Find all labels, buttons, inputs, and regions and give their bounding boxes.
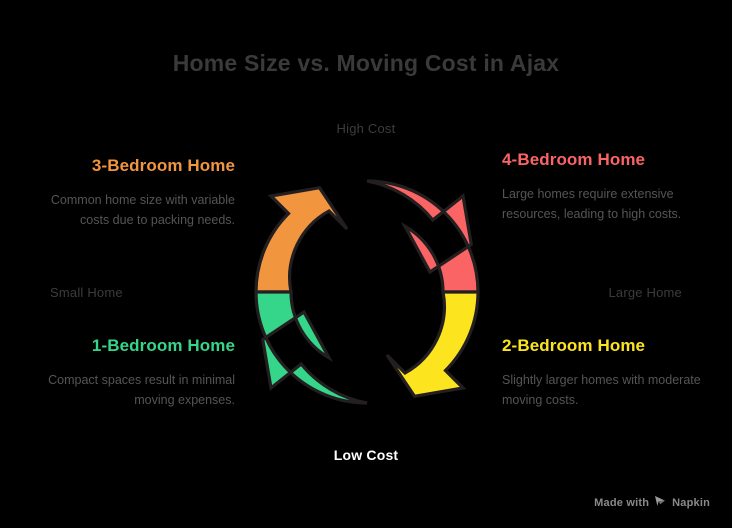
axis-label-low-cost: Low Cost [333,447,399,463]
segment-arrow-top-right [366,179,480,294]
quadrant-4-bedroom: 4-Bedroom Home Large homes require exten… [502,150,707,225]
axis-label-large-home: Large Home [608,285,682,300]
page-title: Home Size vs. Moving Cost in Ajax [172,50,560,76]
quadrant-1-bedroom: 1-Bedroom Home Compact spaces result in … [30,336,235,411]
cycle-diagram-svg [254,179,480,405]
quadrant-description-3-bedroom: Common home size with variable costs due… [50,193,235,228]
axis-label-small-home: Small Home [50,285,123,300]
footer-watermark: Made with Napkin [594,495,710,510]
segment-arrow-bottom-left [254,290,368,405]
napkin-logo-icon [654,495,667,510]
segment-arrow-top-left [254,185,349,294]
quadrant-description-2-bedroom: Slightly larger homes with moderate movi… [502,373,701,408]
quadrant-description-4-bedroom: Large homes require extensive resources,… [502,187,682,222]
cycle-diagram [241,166,493,418]
quadrant-3-bedroom: 3-Bedroom Home Common home size with var… [30,156,235,231]
quadrant-title-3-bedroom: 3-Bedroom Home [91,156,235,175]
quadrant-title-4-bedroom: 4-Bedroom Home [502,150,646,169]
quadrant-title-2-bedroom: 2-Bedroom Home [502,336,646,355]
footer-brand-label: Napkin [672,496,710,509]
footer-made-with-label: Made with [594,496,650,509]
segment-arrow-bottom-right [385,290,480,399]
quadrant-description-1-bedroom: Compact spaces result in minimal moving … [48,373,235,408]
axis-label-high-cost: High Cost [336,121,396,136]
quadrant-2-bedroom: 2-Bedroom Home Slightly larger homes wit… [502,336,707,411]
quadrant-title-1-bedroom: 1-Bedroom Home [91,336,235,355]
